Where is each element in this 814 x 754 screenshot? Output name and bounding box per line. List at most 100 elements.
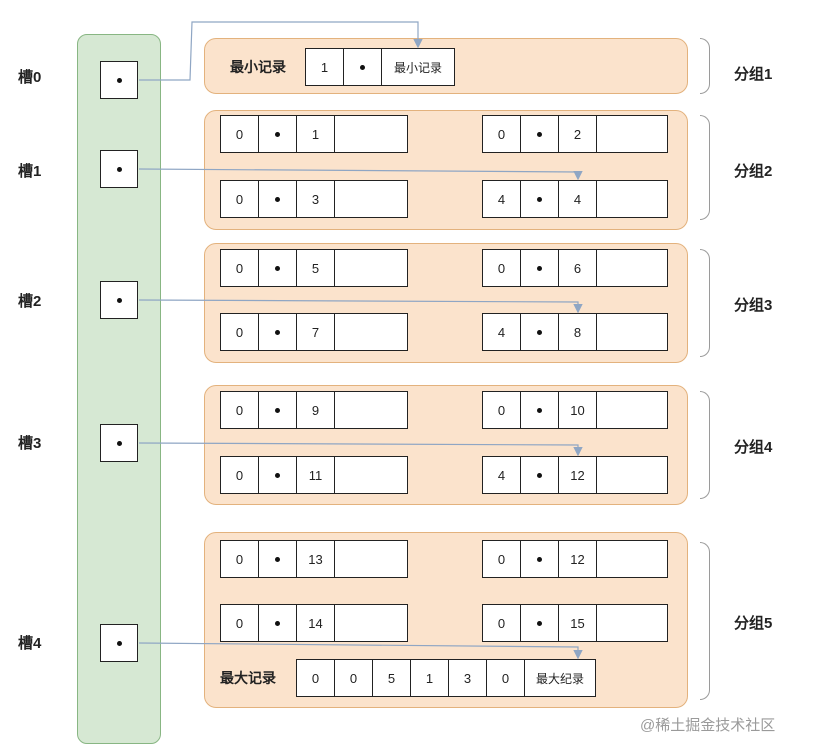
record-cell: 0: [487, 660, 525, 696]
record-cell-c: 12: [559, 541, 597, 577]
record-cell: 5: [373, 660, 411, 696]
record-pointer-cell: [259, 605, 297, 641]
record-cell: 0: [335, 660, 373, 696]
record-cell-a: 0: [483, 116, 521, 152]
record-pointer-cell: [259, 457, 297, 493]
record-cell-c: 14: [297, 605, 335, 641]
record-cell-c: 1: [297, 116, 335, 152]
record-pointer-cell: [259, 392, 297, 428]
pointer-dot-icon: [116, 166, 122, 172]
pointer-dot-icon: [275, 329, 280, 335]
record-cell-a: 0: [221, 314, 259, 350]
pointer-dot-icon: [275, 556, 280, 562]
record-cell: 3: [449, 660, 487, 696]
record-cell: 1: [306, 49, 344, 85]
slot3-arrow: [138, 442, 583, 457]
record-cell: 最大纪录: [535, 671, 584, 686]
pointer-dot-icon: [116, 640, 122, 646]
record-pointer-cell: [521, 605, 559, 641]
pointer-dot-icon: [275, 196, 280, 202]
record-pointer-cell: [259, 541, 297, 577]
record: 4 8: [482, 313, 668, 351]
record-cell: 0: [297, 660, 335, 696]
slot-label-3: 槽3: [18, 435, 42, 452]
watermark: @稀土掘金技术社区: [640, 717, 776, 734]
record-cell-a: 0: [221, 250, 259, 286]
record-cell-c: 5: [297, 250, 335, 286]
record-cell-c: 15: [559, 605, 597, 641]
record-cell-c: 3: [297, 181, 335, 217]
pointer-dot-icon: [116, 77, 122, 83]
record-pointer-cell: [259, 181, 297, 217]
slot1-arrow: [138, 168, 583, 181]
record-cell-a: 0: [221, 116, 259, 152]
record: 0 12: [482, 540, 668, 578]
record-pointer-cell: [521, 181, 559, 217]
record-pointer-cell: [259, 250, 297, 286]
record-pointer-cell: [521, 392, 559, 428]
pointer-dot-icon: [275, 620, 280, 626]
record-cell-c: 13: [297, 541, 335, 577]
record-pointer-cell: [259, 116, 297, 152]
record-cell: 最小记录: [393, 60, 442, 75]
record-pointer-cell: [259, 314, 297, 350]
pointer-dot-icon: [537, 265, 542, 271]
slot2-arrow: [138, 299, 583, 314]
record-cell-a: 0: [483, 605, 521, 641]
record-cell-a: 0: [221, 541, 259, 577]
record-cell-c: 4: [559, 181, 597, 217]
pointer-dot-icon: [275, 265, 280, 271]
record-pointer-cell: [344, 49, 382, 85]
min-record-label: 最小记录: [230, 59, 286, 75]
group-label-4: 分组4: [734, 439, 773, 456]
group-label-5: 分组5: [734, 615, 773, 632]
min-record: 1 最小记录: [305, 48, 455, 86]
record-pointer-cell: [521, 250, 559, 286]
pointer-dot-icon: [275, 131, 280, 137]
record-cell-a: 0: [483, 250, 521, 286]
record: 0 13: [220, 540, 408, 578]
pointer-dot-icon: [537, 472, 542, 478]
record-pointer-cell: [521, 457, 559, 493]
record: 0 3: [220, 180, 408, 218]
record-cell-a: 0: [221, 457, 259, 493]
pointer-dot-icon: [116, 440, 122, 446]
record-cell-a: 4: [483, 181, 521, 217]
pointer-dot-icon: [360, 64, 365, 70]
pointer-dot-icon: [537, 620, 542, 626]
record: 0 2: [482, 115, 668, 153]
record-cell-c: 9: [297, 392, 335, 428]
max-record-label: 最大记录: [220, 670, 276, 686]
record: 0 1: [220, 115, 408, 153]
record-cell-c: 12: [559, 457, 597, 493]
record: 0 6: [482, 249, 668, 287]
record: 0 5: [220, 249, 408, 287]
record: 0 14: [220, 604, 408, 642]
slot-label-0: 槽0: [18, 69, 42, 86]
record-pointer-cell: [521, 116, 559, 152]
record-cell-c: 10: [559, 392, 597, 428]
record: 0 10: [482, 391, 668, 429]
pointer-dot-icon: [537, 131, 542, 137]
slot0-arrow: [139, 21, 423, 81]
pointer-dot-icon: [537, 556, 542, 562]
pointer-dot-icon: [537, 329, 542, 335]
group-label-1: 分组1: [734, 66, 773, 83]
record-cell-a: 0: [221, 392, 259, 428]
slot-pointer-0: [100, 61, 138, 99]
pointer-dot-icon: [275, 472, 280, 478]
record-cell-c: 2: [559, 116, 597, 152]
slot4-arrow: [138, 642, 583, 660]
slot-pointer-1: [100, 150, 138, 188]
record-cell-a: 0: [221, 605, 259, 641]
record-cell-c: 6: [559, 250, 597, 286]
record-cell-c: 11: [297, 457, 335, 493]
record-cell-c: 7: [297, 314, 335, 350]
slot-label-1: 槽1: [18, 163, 42, 180]
pointer-dot-icon: [116, 297, 122, 303]
record: 0 7: [220, 313, 408, 351]
record: 0 15: [482, 604, 668, 642]
record-cell-a: 0: [483, 541, 521, 577]
pointer-dot-icon: [537, 196, 542, 202]
